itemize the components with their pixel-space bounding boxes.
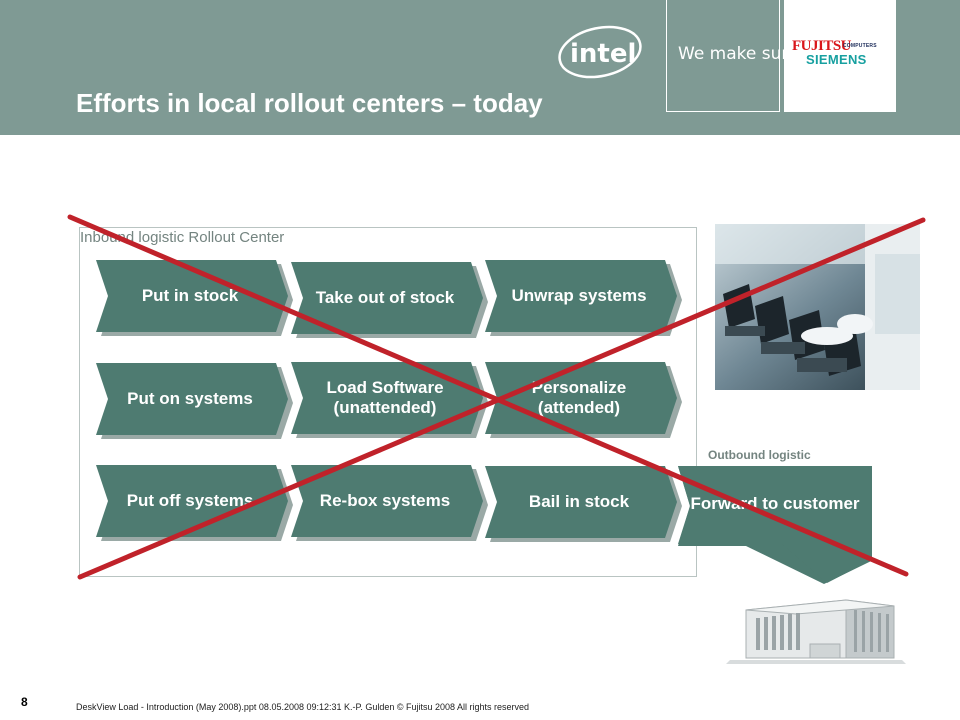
step-label: Load Software (unattended): [326, 377, 444, 417]
step-label: Unwrap systems: [511, 285, 647, 305]
step-label: Take out of stock: [315, 287, 455, 307]
step-label: Put in stock: [141, 285, 239, 305]
footer-text: DeskView Load - Introduction (May 2008).…: [76, 702, 530, 712]
slide-title: Efforts in local rollout centers – today: [76, 88, 543, 118]
step-put-off-systems: Put off systems: [96, 465, 296, 541]
inbound-label: Inbound logistic Rollout Center: [80, 229, 285, 246]
step-put-in-stock: Put in stock: [96, 260, 296, 336]
step-label: Re-box systems: [319, 490, 451, 510]
laptop-assembly-photo: [715, 224, 920, 390]
step-bail-in-stock: Bail in stock: [485, 466, 685, 542]
intel-logo-text: intel: [570, 39, 636, 69]
step-label: Put on systems: [127, 388, 253, 408]
intel-logo: intel: [556, 22, 646, 85]
outbound-label: Outbound logistic: [708, 448, 811, 462]
step-personalize: Personalize (attended): [485, 362, 685, 438]
forward-label: Forward to customer: [690, 493, 860, 513]
logo-computers-text: COMPUTERS: [843, 43, 877, 49]
logo-siemens-text: SIEMENS: [806, 52, 867, 67]
logo-fujitsu-text: FUJITSU: [792, 38, 852, 54]
tagline: We make sure: [678, 44, 799, 64]
step-take-out-of-stock: Take out of stock: [291, 262, 491, 338]
step-label: Personalize (attended): [531, 377, 627, 417]
step-put-on-systems: Put on systems: [96, 363, 296, 439]
step-forward-to-customer: Forward to customer: [678, 466, 902, 584]
step-label: Put off systems: [126, 490, 254, 510]
tagline-box: [666, 0, 780, 112]
page-number: 8: [21, 695, 28, 709]
fujitsu-siemens-logo: FUJITSU COMPUTERS SIEMENS: [784, 0, 896, 112]
step-load-software: Load Software (unattended): [291, 362, 491, 438]
header-band: intel We make sure FUJITSU COMPUTERS SIE…: [0, 0, 960, 135]
warehouse-building-icon: [726, 590, 906, 668]
step-label: Bail in stock: [528, 491, 630, 511]
step-unwrap-systems: Unwrap systems: [485, 260, 685, 336]
step-re-box-systems: Re-box systems: [291, 465, 491, 541]
